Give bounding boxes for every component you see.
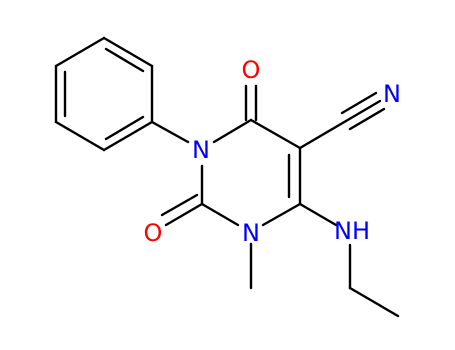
bond-c6-nh xyxy=(298,202,338,227)
atom-o-left: O xyxy=(144,219,163,247)
atom-n-phenyl: N xyxy=(192,136,210,164)
bond-c5-cn xyxy=(298,119,348,150)
bond-nitrile-triple xyxy=(340,91,386,131)
atom-n-nitrile: N xyxy=(383,80,401,108)
bond-c4-o xyxy=(244,84,258,122)
bond-ethyl xyxy=(348,286,400,318)
bond-phenyl-n xyxy=(150,120,190,144)
atom-o-top: O xyxy=(242,56,261,84)
atom-nh-amine: NH xyxy=(334,217,370,245)
atom-n-methyl: N xyxy=(242,219,260,247)
pyrimidine-ring xyxy=(200,118,302,227)
bond-c2-o xyxy=(160,193,204,227)
phenyl-ring xyxy=(54,36,154,152)
